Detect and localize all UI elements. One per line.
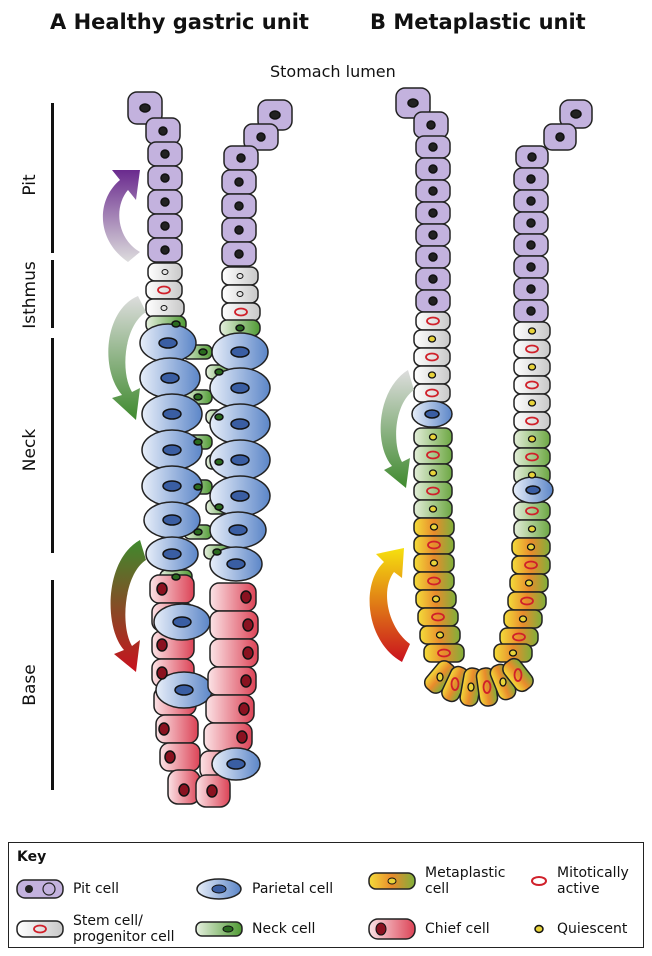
key-label-quiescent: Quiescent <box>557 921 627 937</box>
arrow-grey-green-b-icon <box>381 370 414 488</box>
metaplastic-cell-swatch-icon <box>367 869 417 893</box>
key-label-mitotically-active: Mitotically active <box>557 865 637 897</box>
key-label-neck-cell: Neck cell <box>252 921 315 937</box>
key-item-parietal-cell: Parietal cell <box>194 877 333 901</box>
key-item-neck-cell: Neck cell <box>194 917 315 941</box>
key-label-metaplastic-cell: Metaplastic cell <box>425 865 505 897</box>
mitotic-swatch-icon <box>529 869 549 893</box>
unit-b-right-column <box>494 100 592 662</box>
key-label-pit-cell: Pit cell <box>73 881 119 897</box>
pit-cell-swatch-icon <box>15 877 65 901</box>
key-item-quiescent: Quiescent <box>529 917 627 941</box>
key-item-chief-cell: Chief cell <box>367 917 490 941</box>
key-item-pit-cell: Pit cell <box>15 877 119 901</box>
key-title: Key <box>17 849 46 865</box>
arrow-purple-icon <box>103 170 140 262</box>
arrow-red-yellow-icon <box>370 548 410 662</box>
key-item-metaplastic-cell: Metaplastic cell <box>367 865 497 897</box>
neck-cell-swatch-icon <box>194 917 244 941</box>
key-label-parietal-cell: Parietal cell <box>252 881 333 897</box>
parietal-cell-swatch-icon <box>194 877 244 901</box>
key-item-mitotically-active: Mitotically active <box>529 865 639 897</box>
key-item-stem-cell: Stem cell/ progenitor cell <box>15 913 185 945</box>
stem-cell-swatch-icon <box>15 917 65 941</box>
unit-a-right-column <box>196 100 292 807</box>
chief-cell-swatch-icon <box>367 917 417 941</box>
key-label-stem-cell: Stem cell/ progenitor cell <box>73 913 183 945</box>
quiescent-swatch-icon <box>529 917 549 941</box>
arrow-green-red-icon <box>111 540 146 672</box>
key-label-chief-cell: Chief cell <box>425 921 490 937</box>
key-legend: Key Pit cell Parietal cell Metaplastic c… <box>8 842 644 948</box>
gastric-units-diagram <box>0 0 652 840</box>
arrow-grey-green-icon <box>108 296 146 420</box>
